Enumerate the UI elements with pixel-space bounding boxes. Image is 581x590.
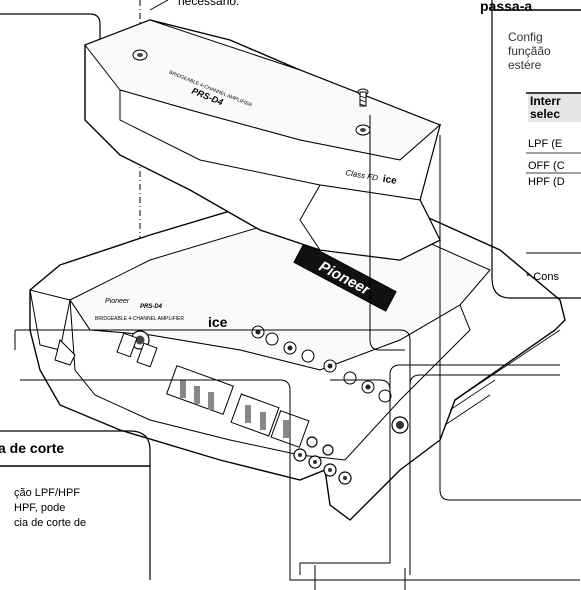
table-header-line: selec bbox=[530, 107, 561, 121]
ice-label-body: ice bbox=[208, 314, 228, 330]
left-box-line: ção LPF/HPF bbox=[14, 487, 81, 499]
screw-icon bbox=[357, 88, 369, 107]
left-box-line: cia de corte de bbox=[14, 517, 87, 529]
left-box-body: ção LPF/HPF HPF, pode cia de corte de bbox=[14, 486, 86, 531]
intro-line: Config bbox=[508, 30, 543, 44]
right-info-box: passa-a Config funçãão estére Interr sel… bbox=[480, 0, 581, 308]
table-footnote: * Cons bbox=[526, 271, 560, 283]
right-box-frame bbox=[491, 0, 581, 299]
brand-small-label: Pioneer bbox=[105, 298, 130, 305]
intro-line: estére bbox=[508, 58, 542, 72]
intro-line: funçãão bbox=[508, 44, 551, 58]
right-box-intro: Config funçãão estére bbox=[508, 30, 551, 72]
left-box-frame bbox=[0, 430, 151, 580]
table-row: LPF (E bbox=[528, 138, 563, 150]
table-row: HPF (D bbox=[528, 176, 565, 188]
amplifier-lid: BRIDGEABLE 4-CHANNEL AMPLIFIER PRS-D4 Cl… bbox=[84, 19, 441, 261]
amplifier-body: Pioneer bbox=[29, 189, 566, 521]
left-info-box: a de corte ção LPF/HPF HPF, pode cia de … bbox=[0, 430, 160, 580]
top-callout-text: necessário. bbox=[178, 0, 240, 8]
lid-ice-label: ice bbox=[382, 174, 398, 187]
model-label: PRS-D4 bbox=[140, 304, 163, 310]
table-header: Interr selec bbox=[528, 94, 581, 122]
callout-frame-topleft bbox=[0, 13, 101, 40]
table-header-line: Interr bbox=[530, 94, 561, 108]
left-box-line: HPF, pode bbox=[14, 502, 66, 514]
left-box-title: a de corte bbox=[0, 440, 65, 456]
table-row: OFF (C bbox=[528, 160, 565, 172]
right-box-heading: passa-a bbox=[480, 0, 533, 14]
amp-desc-label: BRIDGEABLE 4-CHANNEL AMPLIFIER bbox=[95, 316, 184, 322]
